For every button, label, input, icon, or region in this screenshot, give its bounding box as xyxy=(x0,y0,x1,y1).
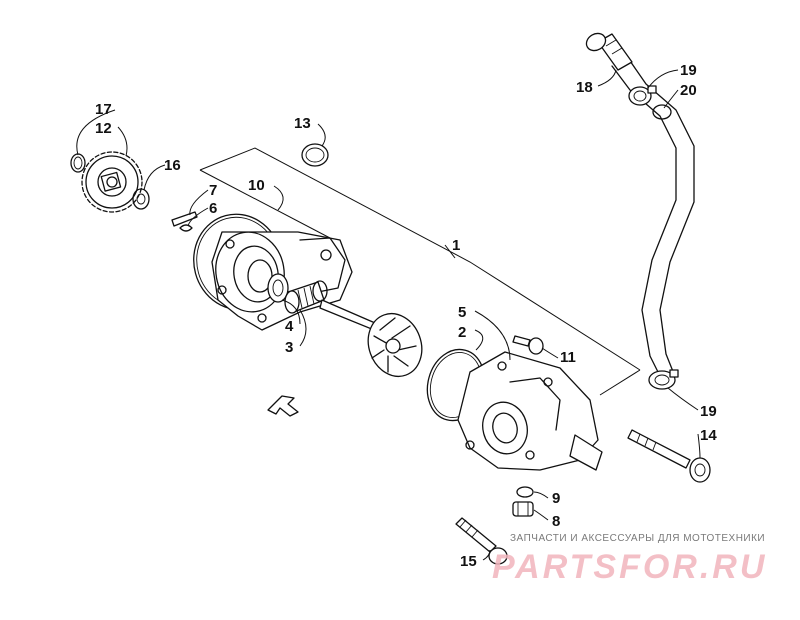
coolant-hose xyxy=(611,57,695,377)
callout-14: 14 xyxy=(700,427,717,444)
bolt-part-11 xyxy=(512,335,544,355)
clamp-part-19-top xyxy=(628,85,657,106)
clamp-part-20 xyxy=(652,104,672,120)
callout-7: 7 xyxy=(209,182,217,199)
callout-9: 9 xyxy=(552,490,560,507)
o-ring-part-17 xyxy=(70,153,86,173)
impeller-shaft-part-2 xyxy=(319,299,423,378)
callout-20: 20 xyxy=(680,82,697,99)
watermark-tagline: ЗАПЧАСТИ И АКСЕССУАРЫ ДЛЯ МОТОТЕХНИКИ xyxy=(510,533,765,544)
callout-16: 16 xyxy=(164,157,181,174)
callout-19-top: 19 xyxy=(680,62,697,79)
callout-17: 17 xyxy=(95,101,112,118)
watermark-logo: PARTSFOR.RU xyxy=(492,548,767,586)
bolt-part-14 xyxy=(627,429,711,483)
callout-15: 15 xyxy=(460,553,477,570)
callout-12: 12 xyxy=(95,120,112,137)
washer-part-9 xyxy=(516,486,534,498)
clamp-part-19-bottom xyxy=(648,369,679,390)
callout-10: 10 xyxy=(248,177,265,194)
plug-part-8 xyxy=(512,501,534,517)
callout-6: 6 xyxy=(209,200,217,217)
o-ring-part-13 xyxy=(301,143,329,167)
fitting-part-18 xyxy=(585,32,633,71)
watermark: ЗАПЧАСТИ И АКСЕССУАРЫ ДЛЯ МОТОТЕХНИКИ PA… xyxy=(492,533,767,586)
callout-4: 4 xyxy=(285,318,294,335)
callout-11: 11 xyxy=(560,349,576,366)
callout-18: 18 xyxy=(576,79,593,96)
pump-cover-right xyxy=(457,351,603,471)
callout-13: 13 xyxy=(294,115,311,132)
callout-3: 3 xyxy=(285,339,293,356)
callout-labels: 17 12 16 7 6 10 13 1 4 3 5 2 11 19 14 9 … xyxy=(95,62,717,570)
bearing-part-4 xyxy=(267,273,289,303)
washer-part-16 xyxy=(132,188,150,210)
assembly-bracket xyxy=(199,147,641,396)
callout-19-bottom: 19 xyxy=(700,403,717,420)
callout-1: 1 xyxy=(452,237,460,254)
callout-5: 5 xyxy=(458,304,466,321)
pin-part-7 xyxy=(171,211,198,227)
forward-arrow-icon xyxy=(267,395,299,417)
leader-lines xyxy=(76,69,701,561)
callout-8: 8 xyxy=(552,513,560,530)
callout-2: 2 xyxy=(458,324,466,341)
stud-part-15 xyxy=(455,517,508,565)
clip-part-6 xyxy=(179,224,193,232)
sprocket-part-12 xyxy=(81,151,143,213)
